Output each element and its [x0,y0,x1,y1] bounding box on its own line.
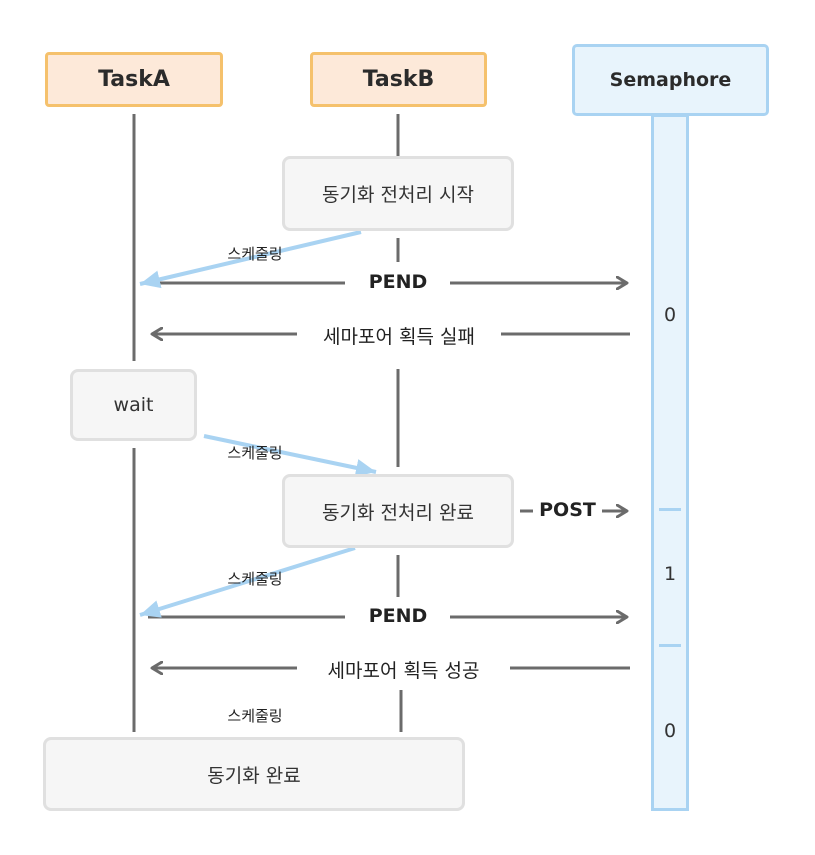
semaphore-bar [651,114,689,811]
pend-label-2: PEND [368,605,428,627]
schedule-label-2: 스케줄링 [227,444,283,462]
schedule-arrow-2 [203,434,377,477]
step-wait: wait [70,369,197,441]
semaphore-tick-2 [659,644,681,647]
semaphore-header: Semaphore [572,44,769,116]
task-a-header: TaskA [45,52,223,107]
post-label: POST [539,499,596,521]
task-b-header: TaskB [310,52,487,107]
schedule-arrow-1 [139,230,362,289]
semaphore-tick-1 [659,508,681,511]
schedule-label-3: 스케줄링 [227,570,283,588]
step-pre-done: 동기화 전처리 완료 [282,474,514,548]
semaphore-value-3: 0 [663,720,677,742]
semaphore-value-2: 1 [663,563,677,585]
schedule-label-4: 스케줄링 [227,707,283,725]
fail-label: 세마포어 획득 실패 [323,326,475,348]
step-pre-start: 동기화 전처리 시작 [282,156,514,231]
pend-label-1: PEND [368,271,428,293]
step-sync-done: 동기화 완료 [43,737,465,811]
success-label: 세마포어 획득 성공 [327,660,480,682]
semaphore-value-1: 0 [663,304,677,326]
schedule-label-1: 스케줄링 [227,245,283,263]
schedule-arrow-3 [139,546,356,618]
